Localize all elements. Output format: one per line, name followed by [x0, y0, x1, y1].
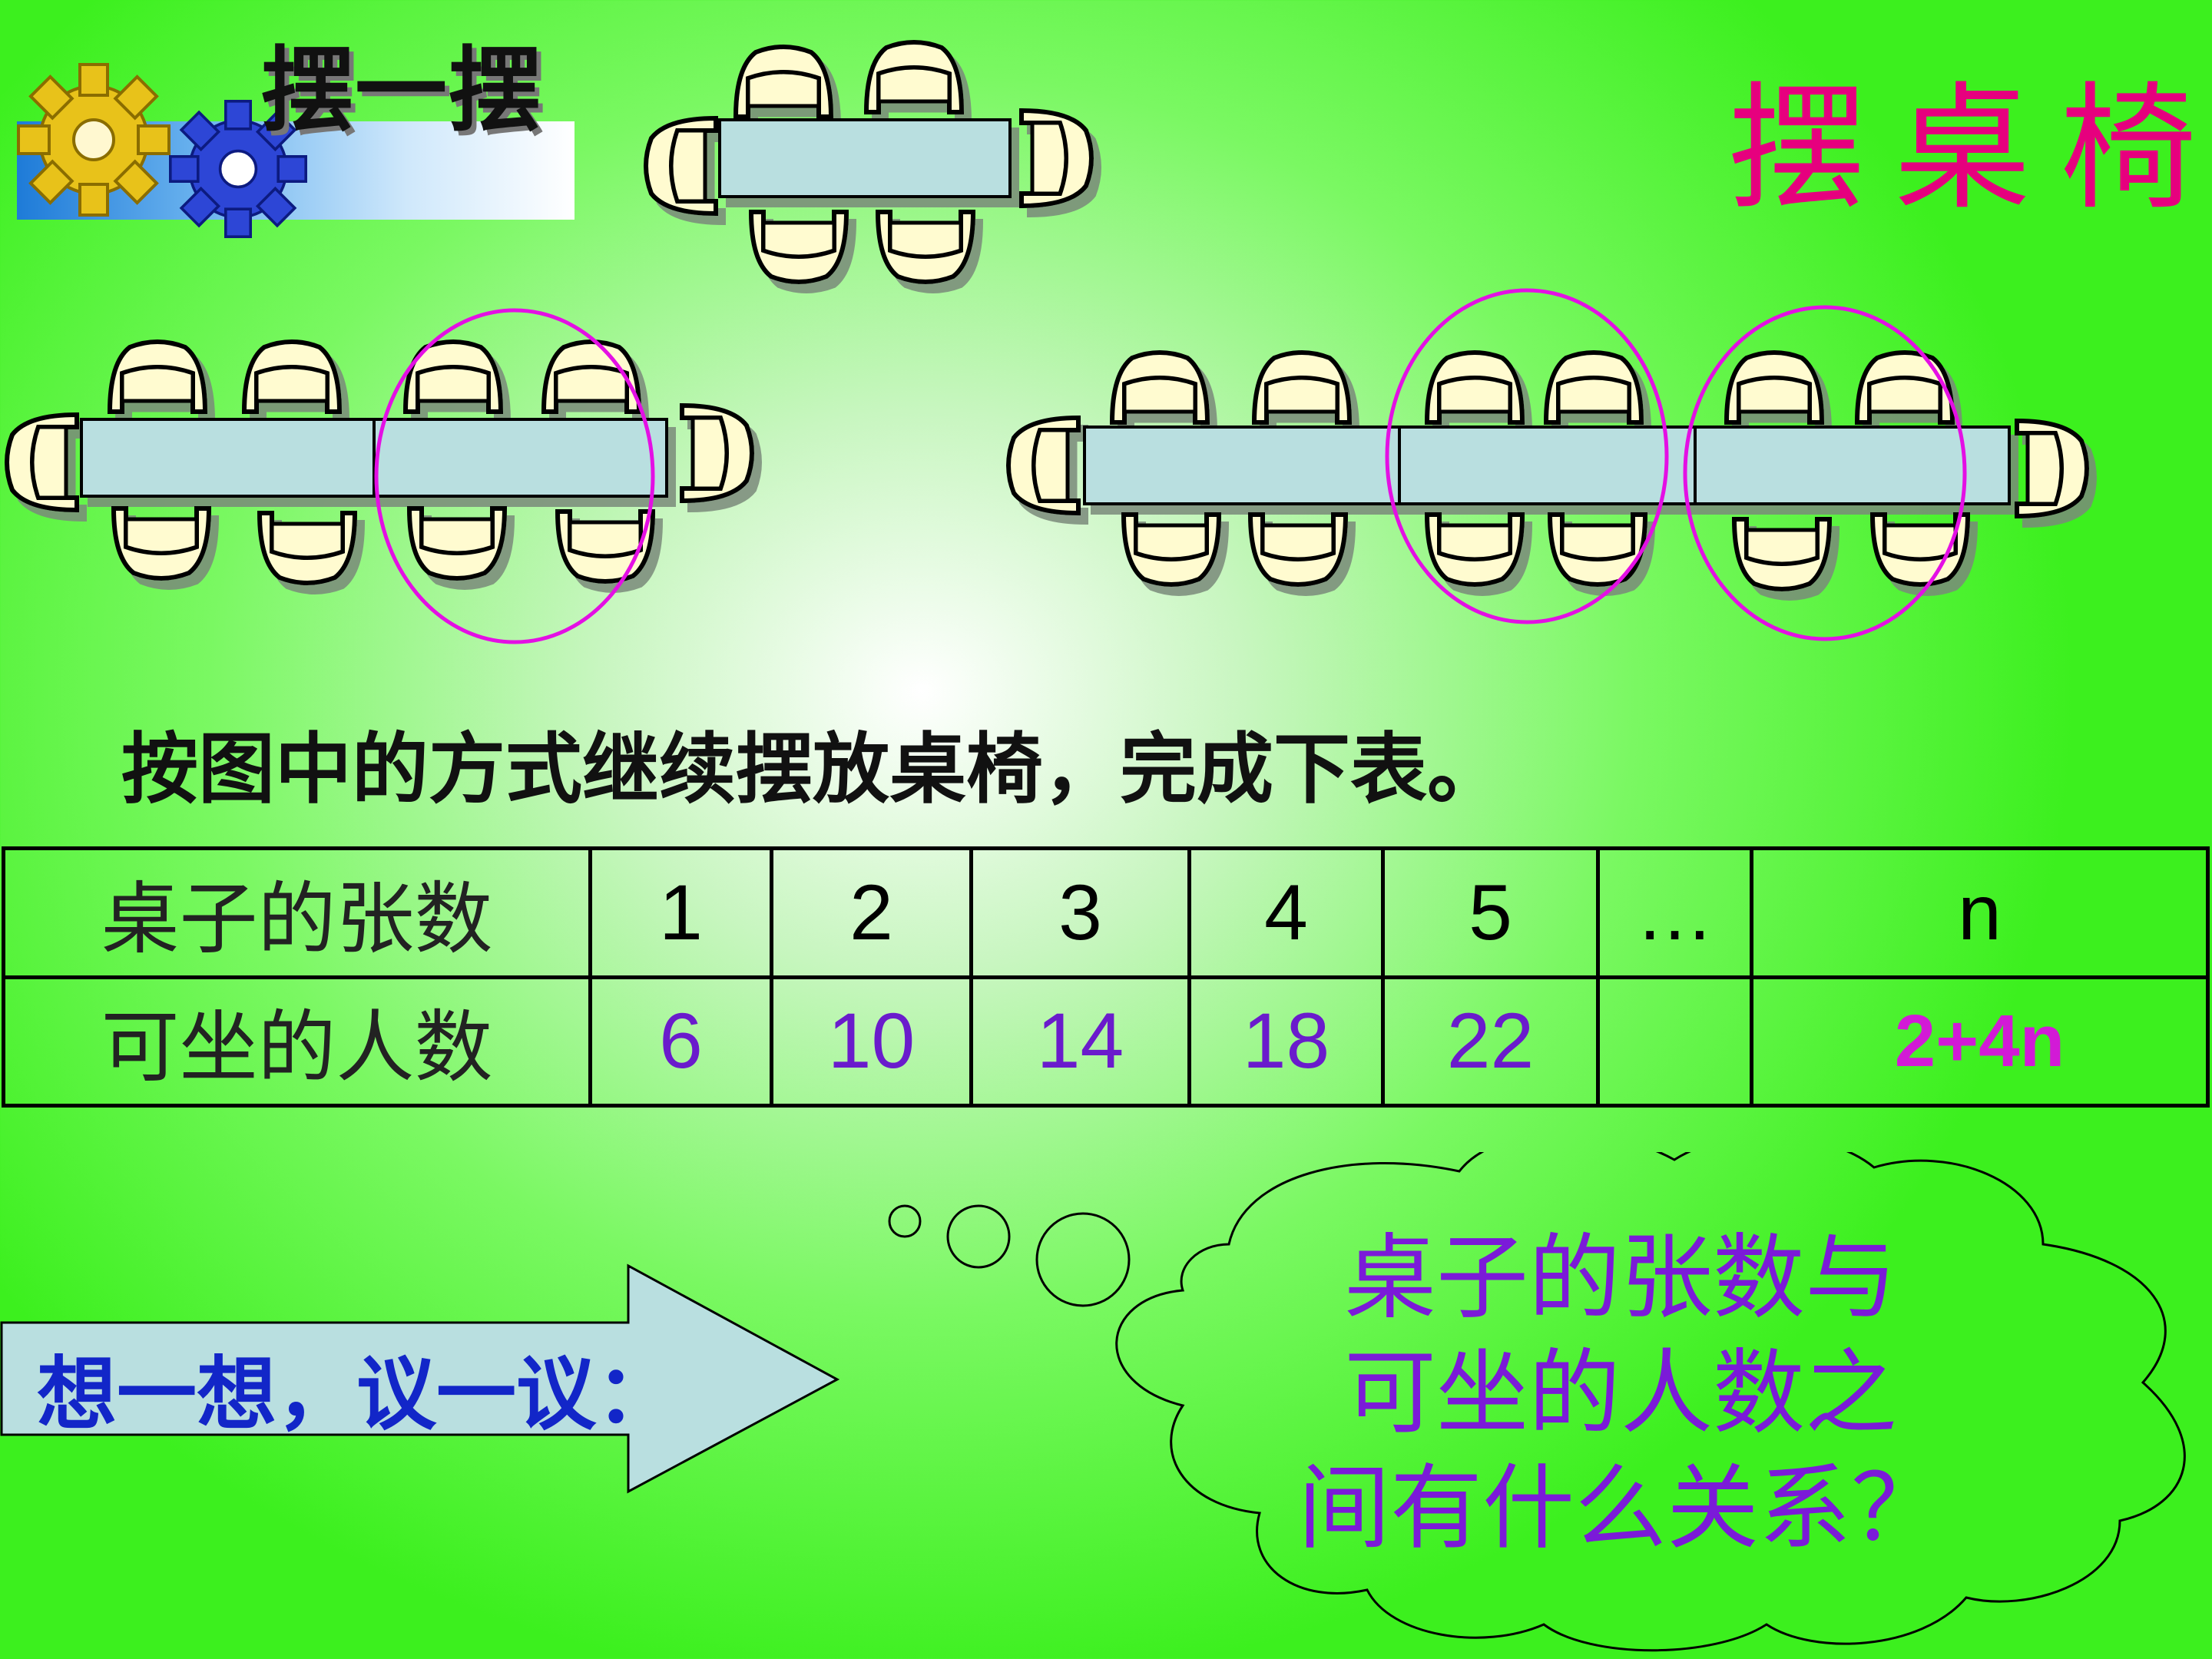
- chair-icon: [114, 508, 209, 578]
- chair-icon: [1250, 515, 1346, 584]
- chair-icon: [1427, 353, 1522, 422]
- chair-icon: [1008, 418, 1078, 513]
- seating-diagrams: [0, 0, 2212, 644]
- question-line: 可坐的人数之: [1344, 1340, 1897, 1447]
- chair-icon: [7, 415, 77, 510]
- thought-bubble: [1035, 1212, 1131, 1307]
- gear-yellow-icon: [17, 63, 171, 217]
- table-cell: 18: [1187, 975, 1385, 1108]
- question-text: 桌子的张数与 可坐的人数之 间有什么关系？: [1229, 1221, 2012, 1567]
- discussion-graphics: [0, 1152, 2186, 1652]
- chair-icon: [736, 47, 831, 117]
- table-cell: 3: [969, 846, 1191, 979]
- figure-three-tables: [1008, 353, 2087, 589]
- table-cell: [1596, 975, 1753, 1108]
- chair-icon: [1427, 515, 1522, 584]
- table-cell: 5: [1381, 846, 1600, 979]
- formula-cell: 2+4n: [1750, 975, 2210, 1108]
- highlight-ring: [1385, 288, 1669, 624]
- section-label: 摆一摆: [261, 36, 542, 144]
- gears-icon: [17, 63, 308, 239]
- chair-icon: [2017, 421, 2087, 516]
- chair-icon: [1254, 353, 1349, 422]
- chair-icon: [244, 342, 339, 412]
- thought-bubble: [946, 1204, 1011, 1269]
- data-table: 桌子的张数 1 2 3 4 5 … n 可坐的人数 6 10 14 18 22 …: [2, 846, 2210, 1108]
- chair-icon: [866, 42, 962, 112]
- table-cell: …: [1596, 846, 1753, 979]
- chair-icon: [646, 118, 716, 214]
- table-cell: 6: [588, 975, 773, 1108]
- thought-cloud-icon: [1115, 1152, 2186, 1652]
- page-title: 摆桌椅: [1728, 69, 2212, 228]
- chair-icon: [751, 212, 846, 282]
- chair-icon: [878, 212, 973, 282]
- chair-icon: [1124, 515, 1219, 584]
- instruction-text: 按图中的方式继续摆放桌椅，完成下表。: [121, 724, 1504, 814]
- chair-icon: [260, 513, 355, 583]
- table-icon: [1083, 426, 2011, 505]
- chair-icon: [409, 508, 505, 578]
- row-label-tables: 桌子的张数: [2, 846, 592, 979]
- chair-icon: [682, 406, 752, 501]
- chair-icon: [1727, 353, 1822, 422]
- arrow-right-icon: [0, 1263, 840, 1494]
- table-cell: 14: [969, 975, 1191, 1108]
- table-cell: 2: [770, 846, 973, 979]
- table-row: 可坐的人数 6 10 14 18 22 2+4n: [2, 975, 2210, 1108]
- row-label-people: 可坐的人数: [2, 975, 592, 1108]
- highlight-ring: [1683, 305, 1967, 641]
- chair-icon: [1873, 515, 1968, 584]
- table-cell: 1: [588, 846, 773, 979]
- figure-two-tables: [7, 342, 752, 583]
- table-cell: 22: [1381, 975, 1600, 1108]
- question-line: 桌子的张数与: [1344, 1225, 1897, 1332]
- chair-icon: [1546, 353, 1641, 422]
- table-row: 桌子的张数 1 2 3 4 5 … n: [2, 846, 2210, 979]
- table-cell: n: [1750, 846, 2210, 979]
- chair-icon: [1857, 353, 1952, 422]
- question-line: 间有什么关系？: [1298, 1455, 1943, 1562]
- chair-icon: [406, 342, 501, 412]
- table-icon: [718, 118, 1012, 198]
- highlight-ring: [374, 308, 655, 644]
- figure-one-table: [646, 42, 1091, 282]
- chair-icon: [1022, 111, 1091, 206]
- chair-icon: [1550, 515, 1645, 584]
- chair-icon: [1112, 353, 1207, 422]
- table-cell: 10: [770, 975, 973, 1108]
- table-cell: 4: [1187, 846, 1385, 979]
- chair-icon: [110, 342, 205, 412]
- gear-blue-icon: [169, 99, 308, 239]
- chair-icon: [1734, 519, 1830, 589]
- thought-bubble: [888, 1204, 922, 1238]
- discussion-prompt: 想一想，议一议：: [37, 1346, 677, 1441]
